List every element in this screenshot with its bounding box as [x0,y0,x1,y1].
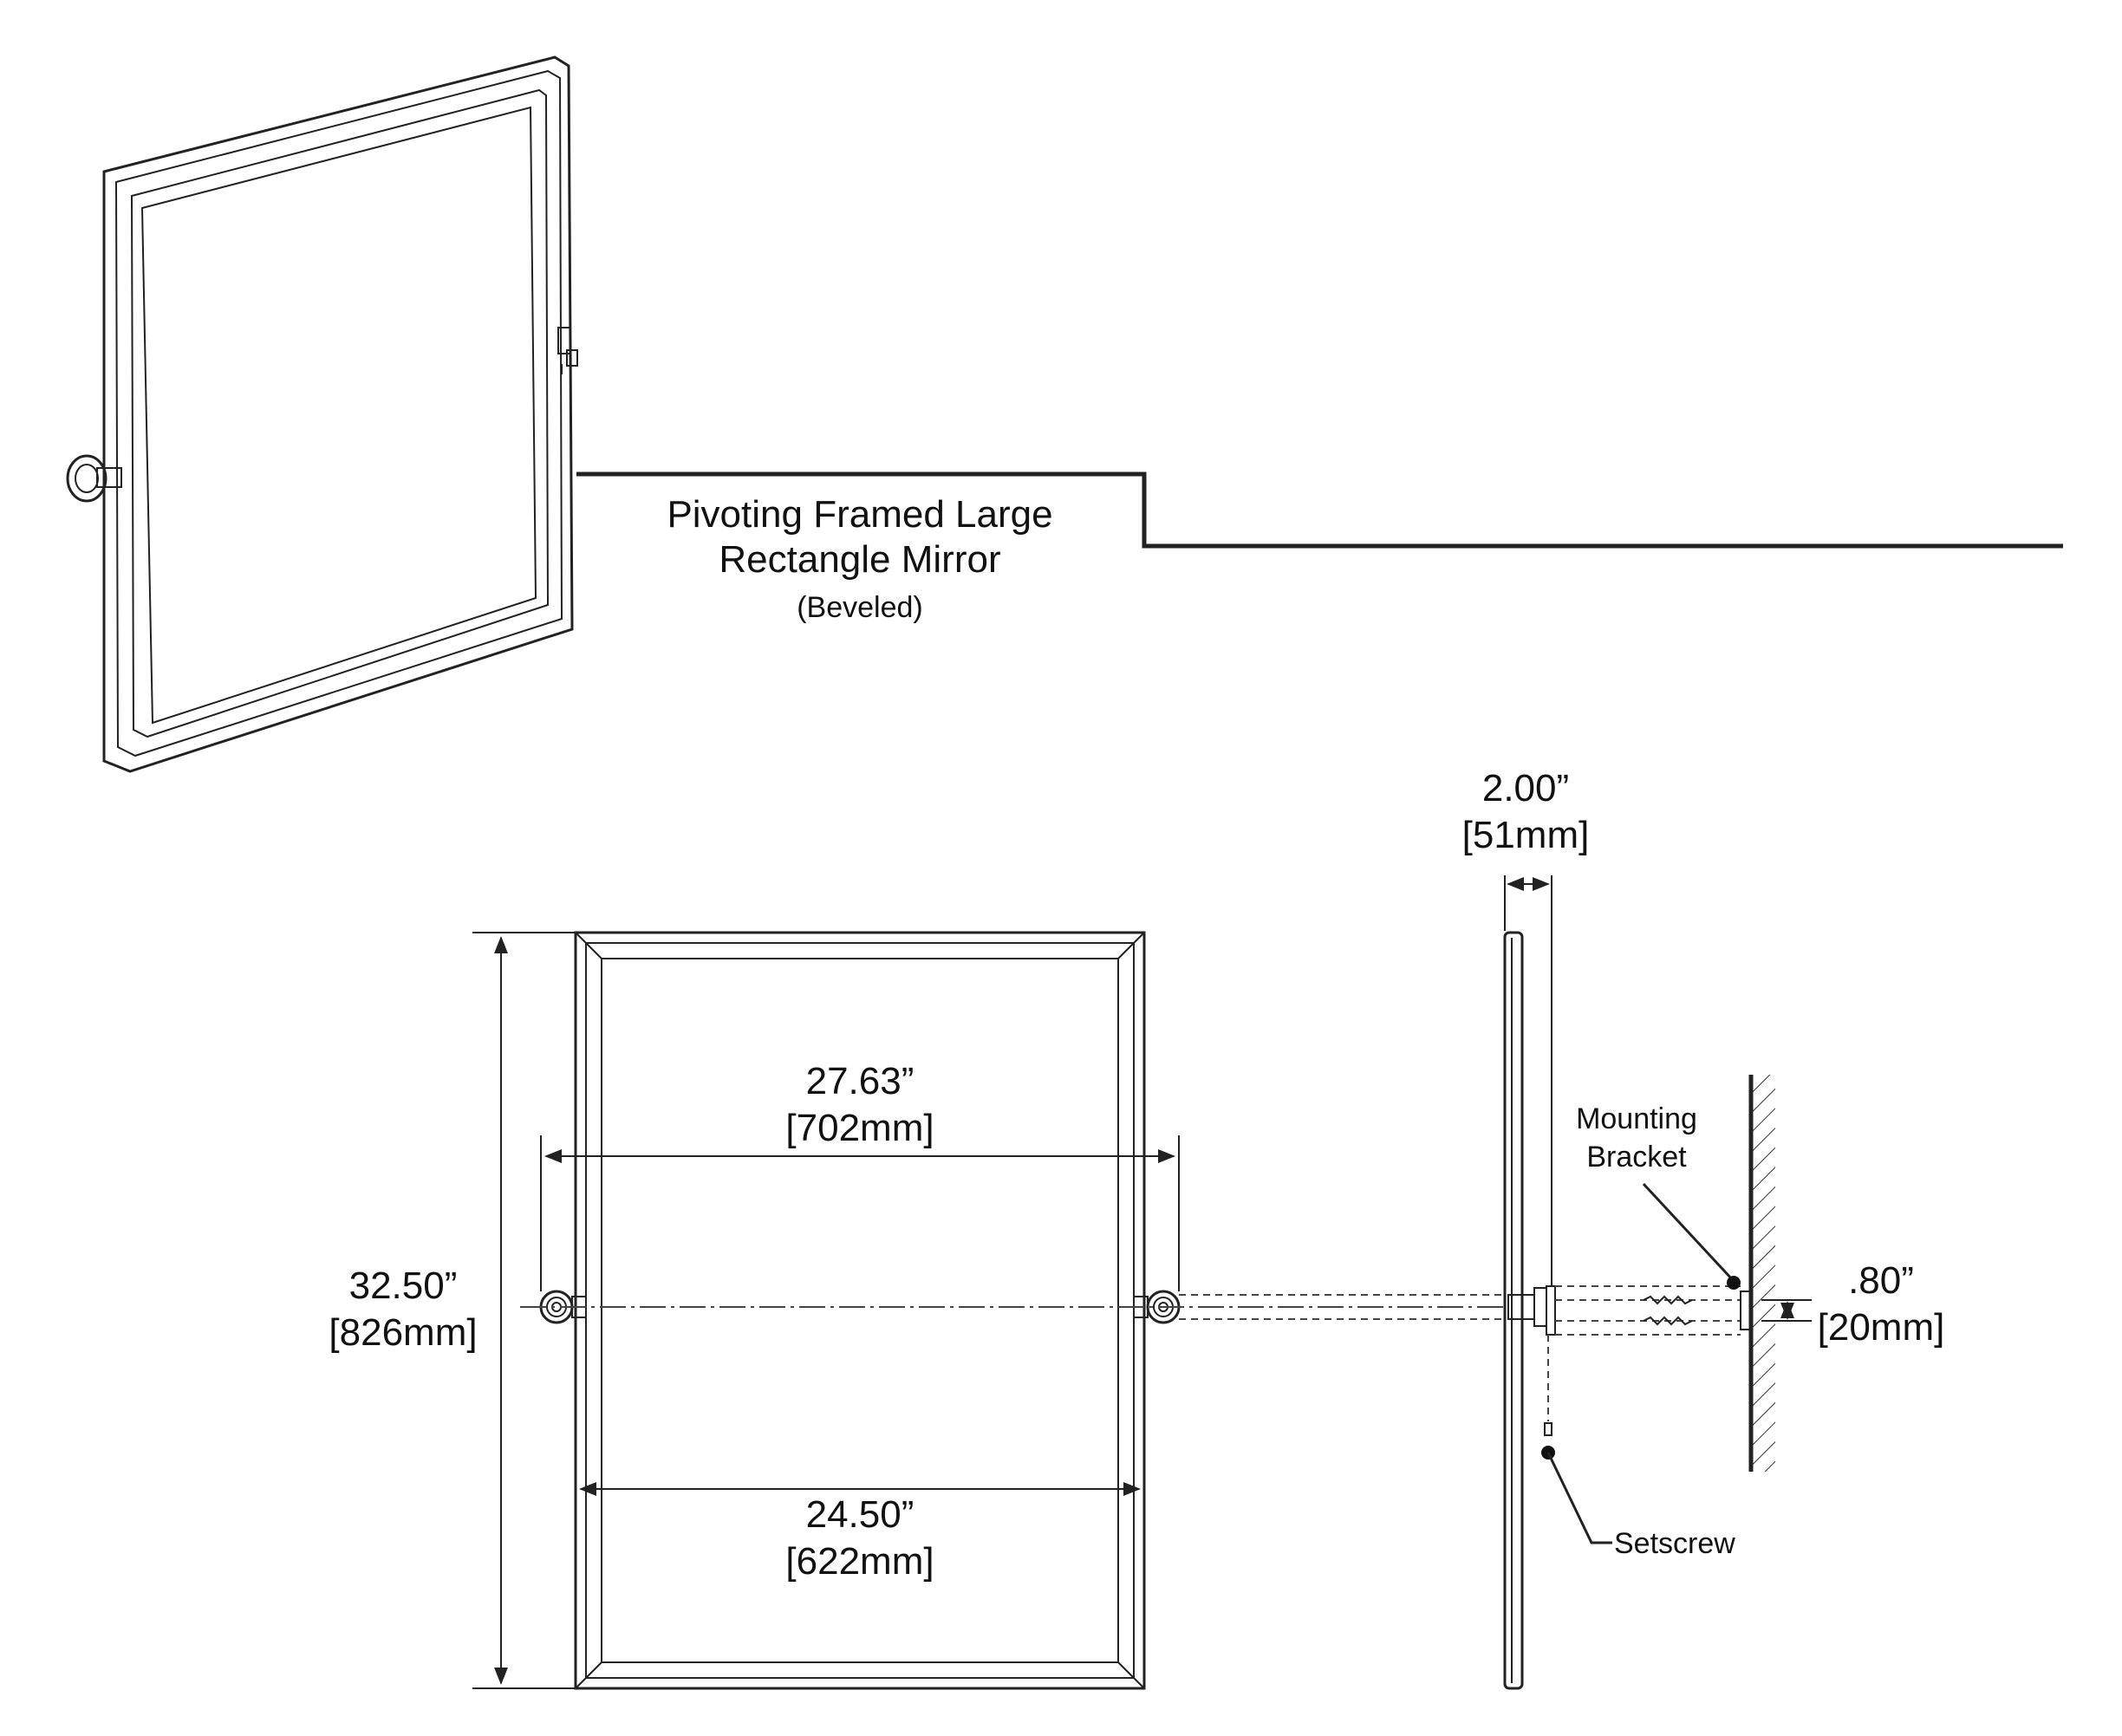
pivot-span-mm-label: [702mm] [785,1107,934,1149]
right-pivot-bracket [557,327,578,374]
wall [1748,1075,1775,1472]
mounting-bracket-label-1: Mounting [1576,1102,1697,1135]
mounting-bracket-callout: Mounting Bracket [1576,1102,1741,1290]
frame-width-in-label: 24.50” [806,1493,915,1536]
projection-in-label: 2.00” [1482,767,1569,809]
mirror-side-view [1503,931,1752,1690]
pivot-span-dimension: 27.63” [702mm] [540,1060,1180,1291]
bracket-offset-mm-label: [20mm] [1818,1306,1945,1349]
frame-width-mm-label: [622mm] [785,1540,934,1583]
mirror-perspective-view [66,55,578,773]
title-line-3: (Beveled) [797,591,923,624]
projection-mm-label: [51mm] [1462,814,1590,856]
title-leader-line [576,471,2063,549]
bracket-offset-dimension: .80” [20mm] [1761,1259,1944,1349]
pivot-span-in-label: 27.63” [806,1060,915,1102]
mounting-bracket-label-2: Bracket [1586,1141,1687,1174]
title-line-1: Pivoting Framed Large [667,493,1052,536]
projection-dimension: 2.00” [51mm] [1462,767,1590,1286]
frame-width-dimension: 24.50” [622mm] [579,1482,1141,1583]
height-in-label: 32.50” [349,1265,458,1307]
mirror-front-view [520,931,1507,1690]
setscrew-callout: Setscrew [1541,1446,1735,1560]
height-mm-label: [826mm] [329,1311,477,1354]
product-title: Pivoting Framed Large Rectangle Mirror (… [667,493,1052,624]
bracket-offset-in-label: .80” [1848,1259,1914,1302]
left-pivot-bracket [66,454,122,503]
height-dimension: 32.50” [826mm] [329,932,576,1689]
title-line-2: Rectangle Mirror [719,538,1000,581]
setscrew-label: Setscrew [1614,1527,1735,1560]
